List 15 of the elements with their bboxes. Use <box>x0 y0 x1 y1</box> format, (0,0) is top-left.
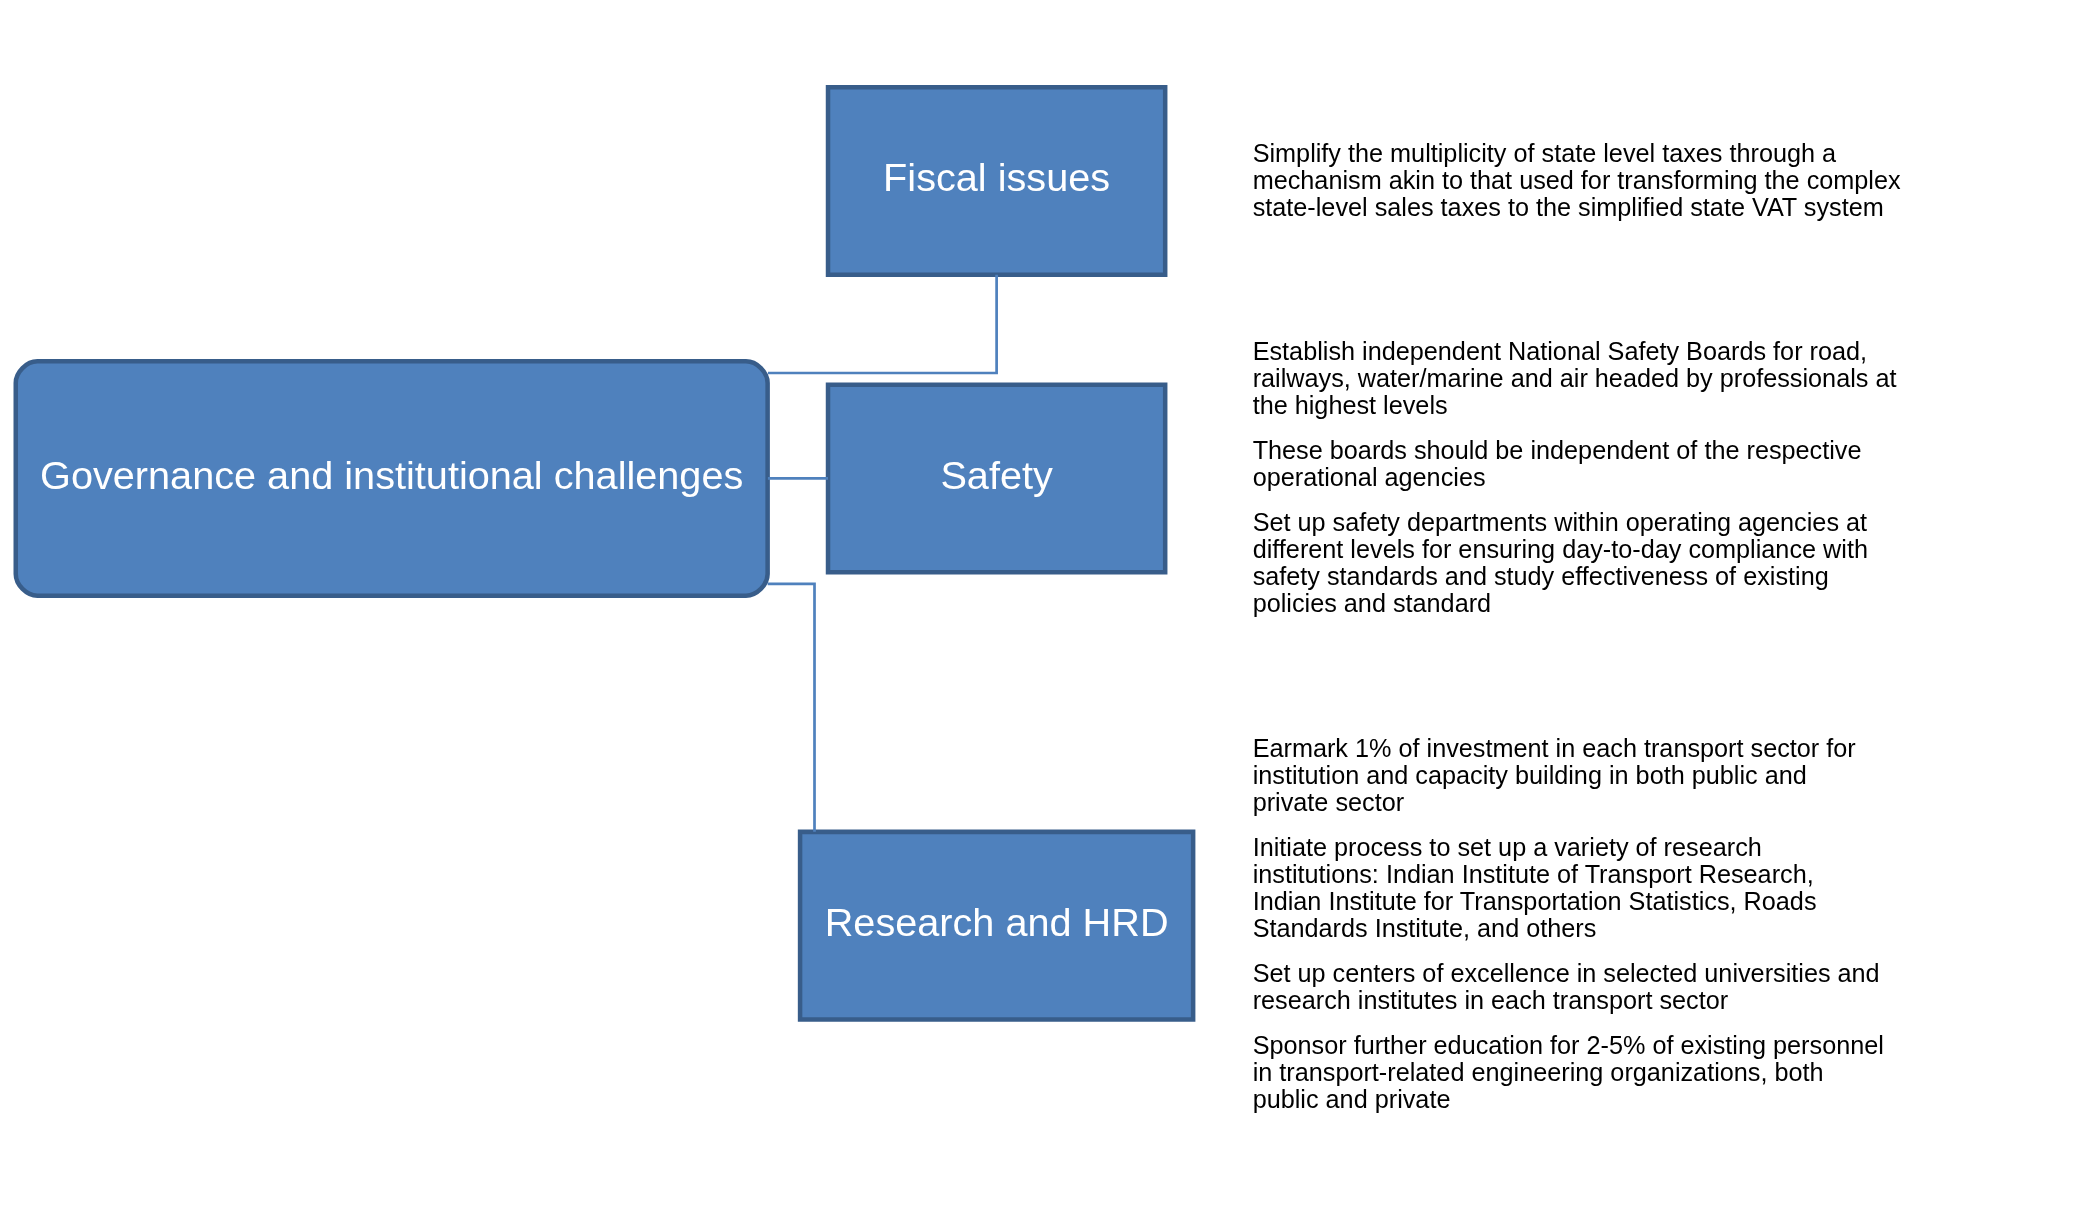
node-label: Sponsor further education for 2-5% of existing personnel in transport-related engineering organizations, both public and private <box>1252 1030 1884 1113</box>
connector <box>767 274 998 374</box>
node-box: Safety <box>825 381 1168 574</box>
node-label: Establish independent National Safety Boards for road, railways, water/marine and air headed by professionals at the highest levels <box>1252 336 1897 419</box>
node-label: These boards should be independent of the respective operational agencies <box>1252 435 1862 491</box>
node-box: Fiscal issues <box>825 84 1168 277</box>
node-label: Set up safety departments within operating agencies at different levels for ensuring day-to-day compliance with safety standards and study effectiveness of existing policies and standard <box>1252 507 1868 617</box>
connector <box>767 582 816 832</box>
node-label: Initiate process to set up a variety of research institutions: Indian Institute of Transport Research, Indian Institute for Transportation Statistics, Roads Standards Institute, and others <box>1252 832 1817 942</box>
node-label: Earmark 1% of investment in each transport sector for institution and capacity building in both public and private sector <box>1252 733 1856 816</box>
connector <box>767 476 829 480</box>
node-label: Simplify the multiplicity of state level taxes through a mechanism akin to that used for transforming the complex state-level sales taxes to the simplified state VAT system <box>1252 138 1901 221</box>
node-box: Governance and institutional challenges <box>13 358 770 598</box>
node-box: Research and HRD <box>797 829 1196 1022</box>
node-label: Set up centers of excellence in selected universities and research institutes in each transport sector <box>1252 958 1880 1014</box>
